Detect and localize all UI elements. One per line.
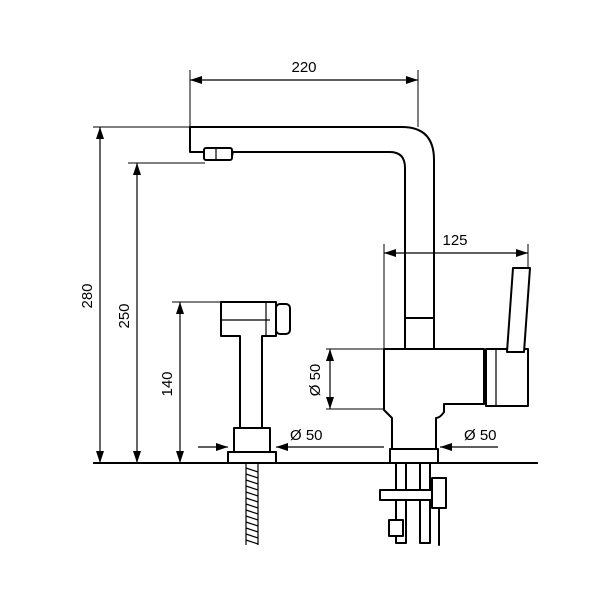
label-250: 250 <box>116 303 133 328</box>
handle-hub <box>485 348 529 407</box>
arrow-head <box>326 397 334 409</box>
label-spray-base-diameter: Ø 50 <box>290 427 323 444</box>
label-tap-base-diameter: Ø 50 <box>464 427 497 444</box>
dim-spray-base-diameter: Ø 50 <box>198 427 384 451</box>
dim-spout-height: 250 <box>116 162 205 463</box>
side-spray <box>220 301 291 545</box>
arrow-head <box>133 163 141 175</box>
arrow-head <box>276 443 288 451</box>
arrow-head <box>406 76 418 84</box>
label-125: 125 <box>442 232 467 249</box>
dim-tap-base-diameter: Ø 50 <box>440 427 498 451</box>
aerator <box>203 147 233 161</box>
dim-spray-height: 140 <box>159 301 221 463</box>
arrow-head <box>96 451 104 463</box>
arrow-head <box>216 443 228 451</box>
spray-base <box>227 451 277 464</box>
arrow-head <box>96 127 104 139</box>
mounting-nut <box>431 477 447 509</box>
arrow-head <box>440 443 452 451</box>
arrow-head <box>516 249 528 257</box>
hose-fitting <box>388 519 404 537</box>
dim-spout-reach: 220 <box>189 59 419 127</box>
lever-handle <box>506 267 531 353</box>
faucet-body-block <box>383 348 485 455</box>
arrow-head <box>133 451 141 463</box>
arrow-head <box>190 76 202 84</box>
dim-lever-reach: 125 <box>383 232 529 349</box>
spout-outer-edge <box>189 126 435 319</box>
dim-total-height: 280 <box>79 126 190 463</box>
arrow-head <box>326 349 334 361</box>
label-280: 280 <box>79 283 96 308</box>
label-body-diameter: Ø 50 <box>307 364 324 397</box>
faucet-body <box>189 126 531 546</box>
label-220: 220 <box>291 59 316 76</box>
dim-body-diameter: Ø 50 <box>307 348 384 410</box>
spray-nozzle <box>275 303 291 335</box>
arrow-head <box>176 451 184 463</box>
spray-head <box>220 301 277 429</box>
faucet-base <box>389 448 439 464</box>
tail-pipe-left <box>395 462 407 544</box>
arrow-head <box>384 249 396 257</box>
spray-holder <box>233 427 271 453</box>
arrow-head <box>176 302 184 314</box>
tail-pipe-right <box>419 462 431 544</box>
hose-braid <box>245 467 259 545</box>
label-140: 140 <box>159 371 176 396</box>
